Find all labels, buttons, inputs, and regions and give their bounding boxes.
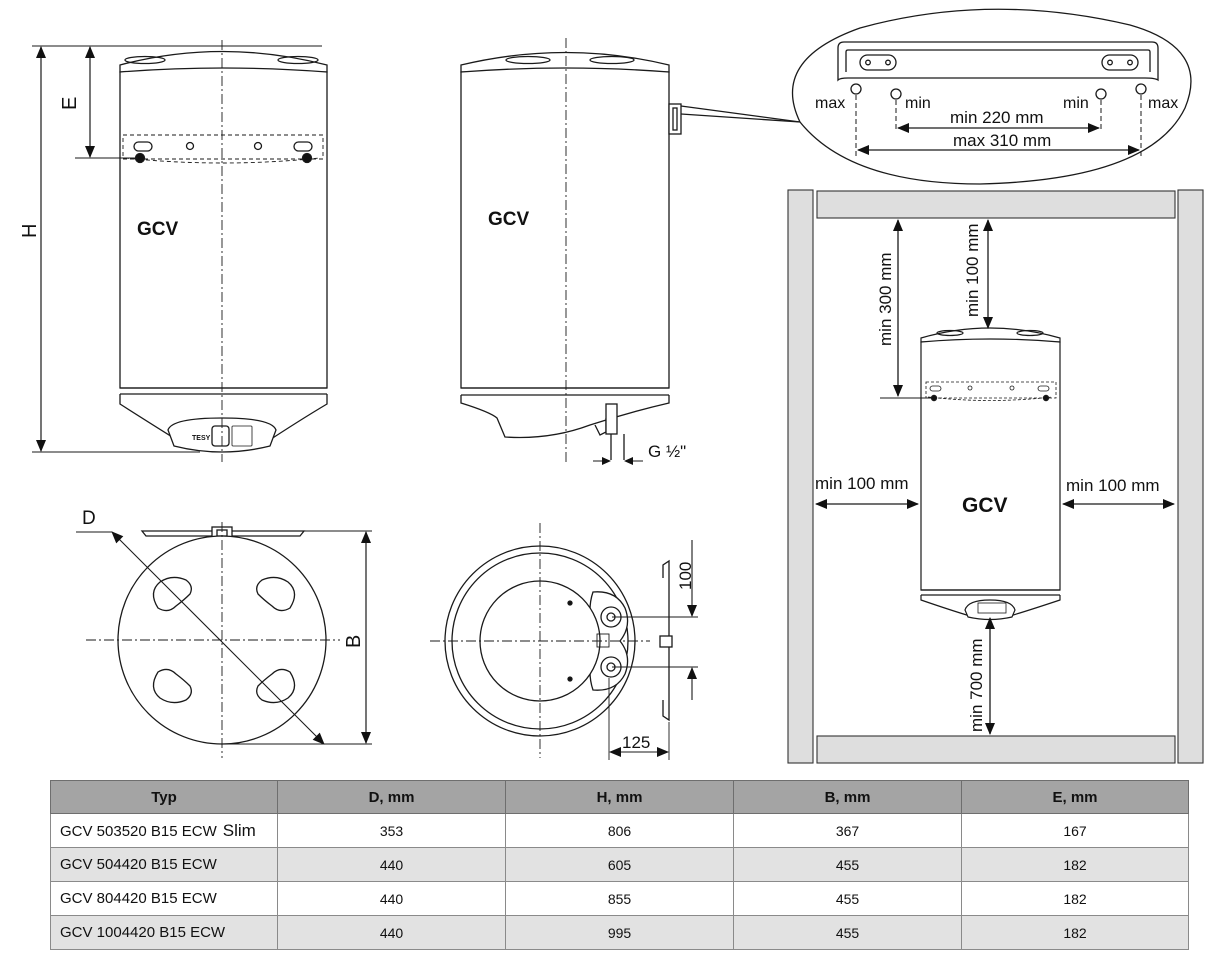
d-cell: 440 xyxy=(277,847,506,882)
h-cell: 605 xyxy=(505,847,734,882)
e-cell: 167 xyxy=(961,813,1189,848)
panel-logo: TESY xyxy=(192,435,211,442)
clearance-bottom: min 700 mm xyxy=(967,638,986,732)
header-typ: Typ xyxy=(50,780,278,814)
h-cell: 855 xyxy=(505,881,734,916)
side-brand-label: GCV xyxy=(488,209,530,230)
model-cell: GCV 1004420 B15 ECW xyxy=(50,915,278,950)
e-cell: 182 xyxy=(961,881,1189,916)
front-view: TESY xyxy=(119,40,328,462)
b-cell: 367 xyxy=(733,813,962,848)
clearance-left: min 100 mm xyxy=(815,474,909,493)
table-header-row: Typ D, mm H, mm B, mm E, mm xyxy=(50,780,1189,814)
header-b: B, mm xyxy=(733,780,962,814)
clearance-right: min 100 mm xyxy=(1066,476,1160,495)
dim-125-label: 125 xyxy=(622,733,650,752)
model-cell: GCV 504420 B15 ECW xyxy=(50,847,278,882)
e-cell: 182 xyxy=(961,847,1189,882)
bracket-min-left: min xyxy=(905,95,931,112)
side-view xyxy=(460,38,682,462)
table-row: GCV 1004420 B15 ECW 440 995 455 182 xyxy=(50,915,1189,950)
d-cell: 440 xyxy=(277,915,506,950)
bracket-max-span: max 310 mm xyxy=(953,131,1051,150)
d-letter: D xyxy=(82,508,96,529)
h-cell: 806 xyxy=(505,813,734,848)
h-letter: H xyxy=(19,224,41,238)
install-brand-label: GCV xyxy=(962,494,1008,517)
e-cell: 182 xyxy=(961,915,1189,950)
e-letter: E xyxy=(59,97,81,110)
model-note: Slim xyxy=(222,820,256,840)
h-cell: 995 xyxy=(505,915,734,950)
d-cell: 440 xyxy=(277,881,506,916)
b-cell: 455 xyxy=(733,881,962,916)
installation-heater xyxy=(880,327,1061,621)
bracket-detail xyxy=(680,8,1192,185)
header-e: E, mm xyxy=(961,780,1189,814)
h-dimension xyxy=(32,45,322,453)
bottom-view xyxy=(430,523,698,760)
clearance-top-100: min 100 mm xyxy=(963,223,982,317)
bracket-max-right: max xyxy=(1148,95,1178,112)
bracket-min-right: min xyxy=(1063,95,1089,112)
table-row: GCV 804420 B15 ECW 440 855 455 182 xyxy=(50,881,1189,916)
clearance-arrows xyxy=(815,219,1175,735)
connection-label: G ½" xyxy=(648,442,686,461)
d-cell: 353 xyxy=(277,813,506,848)
dimensions-table: Typ D, mm H, mm B, mm E, mm GCV 503520 B… xyxy=(50,780,1189,950)
bracket-min-span: min 220 mm xyxy=(950,108,1044,127)
b-cell: 455 xyxy=(733,847,962,882)
installation-frame xyxy=(787,189,1204,764)
front-brand-label: GCV xyxy=(137,219,179,240)
e-dimension xyxy=(75,46,138,159)
model-cell: GCV 804420 B15 ECW xyxy=(50,881,278,916)
top-view xyxy=(76,522,372,758)
dim-100-label: 100 xyxy=(676,562,695,590)
table-row: GCV 504420 B15 ECW 440 605 455 182 xyxy=(50,847,1189,882)
b-cell: 455 xyxy=(733,915,962,950)
clearance-top-300: min 300 mm xyxy=(876,252,895,346)
header-d: D, mm xyxy=(277,780,506,814)
header-h: H, mm xyxy=(505,780,734,814)
b-letter: B xyxy=(343,635,365,648)
bracket-max-left: max xyxy=(815,95,845,112)
